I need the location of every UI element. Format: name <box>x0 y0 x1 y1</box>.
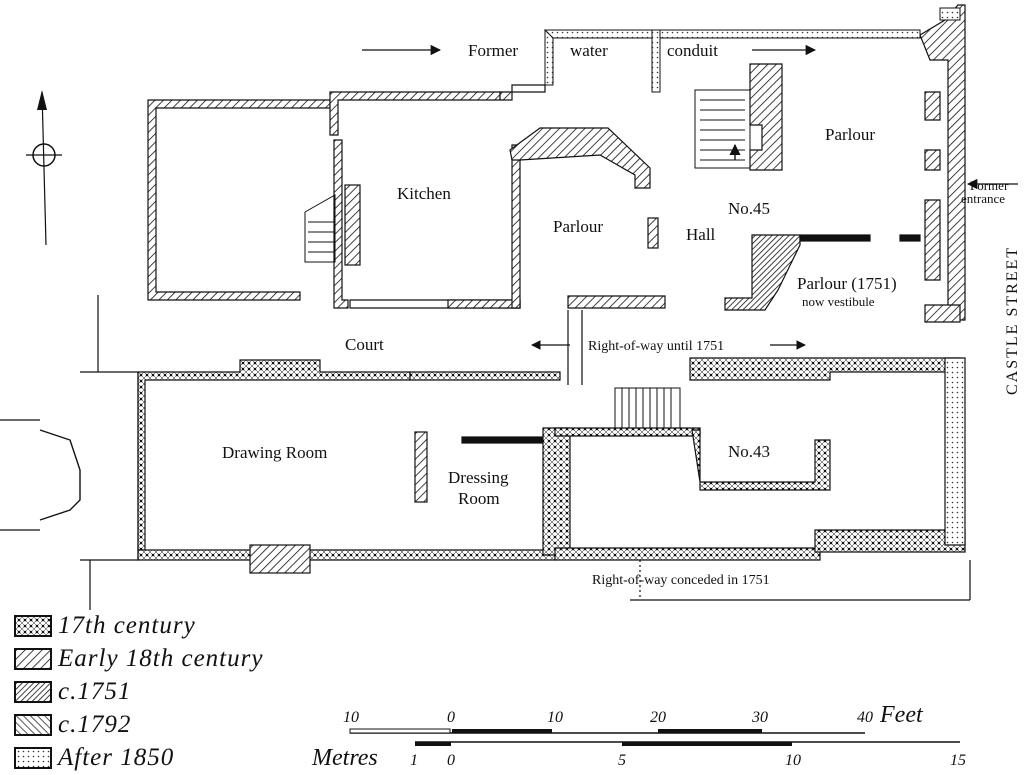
metres-label: Metres <box>311 745 378 771</box>
pattern-dots-icon <box>14 747 52 769</box>
label-water: water <box>570 41 608 60</box>
pattern-hatch-back-icon <box>14 714 52 736</box>
metres-tick-1: 1 <box>410 752 418 769</box>
legend-item-1751: c.1751 <box>14 678 131 706</box>
legend-label: 17th century <box>58 612 196 639</box>
label-parlour-mid: Parlour <box>553 217 603 236</box>
label-no43: No.43 <box>728 442 770 461</box>
label-right-of-way-conceded: Right-of-way conceded in 1751 <box>592 573 770 588</box>
legend-label: c.1792 <box>58 711 132 738</box>
label-kitchen: Kitchen <box>397 184 451 203</box>
legend-label: c.1751 <box>58 678 132 705</box>
legend-item-early-18th: Early 18th century <box>14 645 263 673</box>
metres-tick-5: 15 <box>950 752 966 769</box>
label-court: Court <box>345 335 384 354</box>
label-parlour-ne: Parlour <box>825 125 875 144</box>
legend-label: After 1850 <box>58 744 175 771</box>
north-arrow-icon <box>26 90 62 246</box>
label-drawing-room: Drawing Room <box>222 443 327 462</box>
feet-tick-6: 40 <box>857 709 873 726</box>
metres-tick-2: 0 <box>447 752 455 769</box>
staircase-north <box>694 89 751 169</box>
label-parlour-1751: Parlour (1751) <box>797 274 897 293</box>
pattern-hatch-icon <box>14 648 52 670</box>
pattern-hatch-dense-icon <box>14 681 52 703</box>
label-castle-street: CASTLE STREET <box>1004 246 1021 395</box>
label-former: Former <box>468 41 518 60</box>
house-no45-walls <box>147 4 966 323</box>
room-labels: Former water conduit Parlour Kitchen No.… <box>222 41 1021 588</box>
house-no43-walls <box>0 295 966 610</box>
right-of-way-lines <box>531 310 971 601</box>
legend-item-17th: 17th century <box>14 612 196 640</box>
label-no45: No.45 <box>728 199 770 218</box>
label-conduit: conduit <box>667 41 718 60</box>
feet-tick-4: 20 <box>650 709 666 726</box>
metres-tick-4: 10 <box>785 752 801 769</box>
conduit-arrows <box>362 44 1018 190</box>
feet-tick-2: 0 <box>447 709 455 726</box>
feet-tick-3: 10 <box>547 709 563 726</box>
label-now-vestibule: now vestibule <box>802 294 875 309</box>
label-dressing-1: Dressing <box>448 468 509 487</box>
legend-label: Early 18th century <box>58 645 264 672</box>
label-former-entrance-2: entrance <box>961 191 1005 206</box>
after-1850-areas <box>543 7 961 93</box>
label-hall: Hall <box>686 225 716 244</box>
scale-bar: 10 0 10 20 30 40 Feet Metres 1 0 5 10 15 <box>311 702 966 771</box>
pattern-cross-icon <box>14 615 52 637</box>
feet-tick-1: 10 <box>343 709 359 726</box>
feet-tick-5: 30 <box>751 709 768 726</box>
label-former-entrance-1: Former <box>970 178 1009 193</box>
staircase-center <box>614 387 681 429</box>
feet-unit: Feet <box>879 702 924 728</box>
legend-item-1792: c.1792 <box>14 711 131 739</box>
label-dressing-2: Room <box>458 489 500 508</box>
label-right-of-way-until: Right-of-way until 1751 <box>588 339 724 354</box>
metres-tick-3: 5 <box>618 752 626 769</box>
legend-item-after-1850: After 1850 <box>14 744 174 772</box>
staircase-kitchen <box>304 194 336 263</box>
